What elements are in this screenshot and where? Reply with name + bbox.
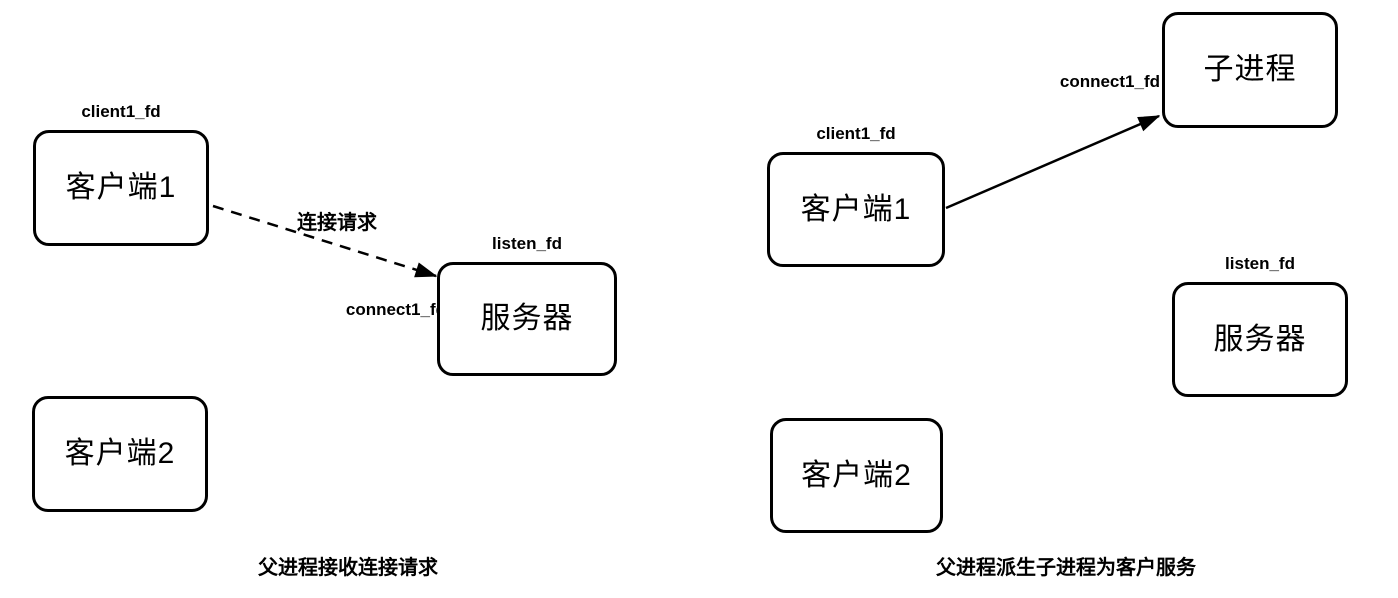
right-client2-label: 客户端2 [801, 458, 912, 492]
right-client1-label: 客户端1 [800, 192, 912, 226]
right-server-box: 服务器 [1172, 282, 1348, 397]
left-server-label: 服务器 [480, 302, 574, 335]
left-client2-box: 客户端2 [32, 396, 208, 512]
left-connect1-fd-label: connect1_fd [345, 300, 446, 319]
right-panel-caption: 父进程派生子进程为客户服务 [936, 557, 1196, 579]
right-client1-box: 客户端1 [767, 152, 945, 267]
right-server-label: 服务器 [1213, 322, 1307, 356]
right-client2-box: 客户端2 [770, 418, 943, 533]
left-client1-label: 客户端1 [65, 171, 177, 204]
left-connection-request-label: 连接请求 [297, 212, 377, 234]
right-listen-fd-label: listen_fd [1225, 254, 1295, 273]
left-panel-caption: 父进程接收连接请求 [258, 557, 438, 579]
client-to-child-arrow [945, 114, 1159, 210]
right-child-process-box: 子进程 [1162, 12, 1338, 128]
right-child-process-label: 子进程 [1203, 53, 1297, 86]
left-listen-fd-label: listen_fd [492, 234, 562, 253]
right-connect1-fd-label: connect1_fd [1059, 72, 1160, 91]
left-client1-fd-label: client1_fd [81, 102, 161, 121]
left-server-box: 服务器 [437, 262, 617, 376]
left-client1-box: 客户端1 [33, 130, 209, 246]
left-client2-label: 客户端2 [64, 437, 176, 470]
right-client1-fd-label: client1_fd [816, 124, 896, 143]
